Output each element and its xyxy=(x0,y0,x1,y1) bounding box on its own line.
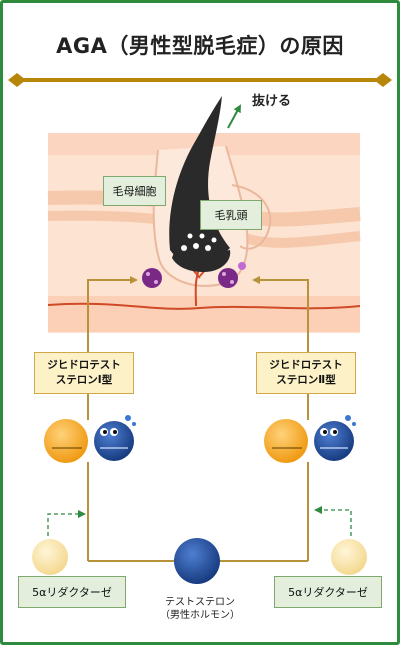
hair-out-label: 抜ける xyxy=(252,94,292,109)
rule-diamond-left xyxy=(8,73,26,87)
dht-type2-line2: ステロンⅡ型 xyxy=(276,374,336,386)
dht-molecule-icon xyxy=(142,262,246,288)
reductase-ball-icon xyxy=(32,539,367,575)
hair-matrix-cell-label: 毛母細胞 xyxy=(103,176,166,206)
enzyme-icon xyxy=(264,415,356,463)
reductase-right-label: 5αリダクターゼ xyxy=(274,576,382,608)
testosterone-icon xyxy=(174,538,220,584)
testosterone-line2: （男性ホルモン） xyxy=(160,610,240,621)
dht-type2-label: ジヒドロテスト ステロンⅡ型 xyxy=(256,352,356,394)
out-arrow-icon xyxy=(227,104,241,129)
testosterone-label: テストステロン （男性ホルモン） xyxy=(140,596,260,622)
pathway-lines xyxy=(87,276,309,562)
dht-type2-line1: ジヒドロテスト xyxy=(269,359,343,371)
rule-diamond-right xyxy=(374,73,392,87)
testosterone-line1: テストステロン xyxy=(165,597,235,608)
title-rule xyxy=(8,73,392,87)
reductase-arrows xyxy=(47,506,352,536)
diagram-title: AGA（男性型脱毛症）の原因 xyxy=(56,34,344,58)
dermal-papilla-label: 毛乳頭 xyxy=(200,200,262,230)
dht-type1-label: ジヒドロテスト ステロンⅠ型 xyxy=(34,352,134,394)
enzyme-icon xyxy=(44,415,136,463)
reductase-left-label: 5αリダクターゼ xyxy=(18,576,126,608)
dht-type1-line2: ステロンⅠ型 xyxy=(55,374,113,386)
dht-type1-line1: ジヒドロテスト xyxy=(47,359,121,371)
